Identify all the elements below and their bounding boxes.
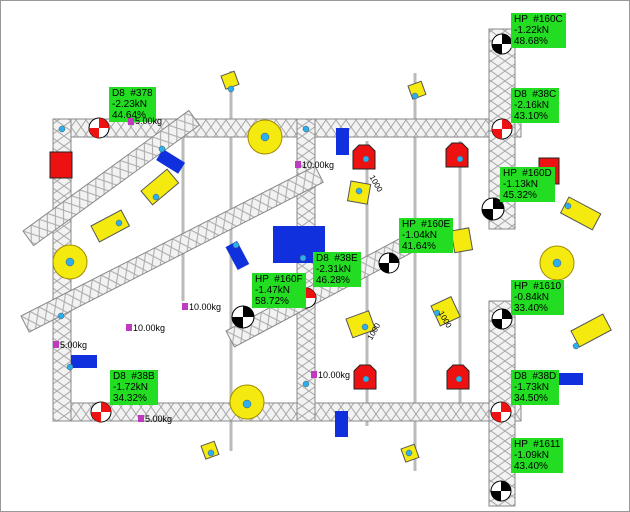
hoist-percent: 34.32% [113,393,147,404]
rect-fixtures [90,70,612,463]
hoist-label-hp1610[interactable]: HP #1610 -0.84kN 33.40% [511,280,565,315]
weight-marker [126,324,132,331]
hoist-load: -2.23kN [112,99,148,110]
hoist-id: HP #1611 [514,439,561,450]
hoist-percent: 41.64% [402,241,436,252]
hoist-load: -1.09kN [514,450,550,461]
hoist-id: HP #1610 [514,281,562,292]
hoist-label-d838d[interactable]: D8 #38D -1.73kN 34.50% [511,370,560,405]
hoist-load: -1.72kN [113,382,149,393]
hoist-id: HP #160C [514,14,563,25]
hoist-id: HP #160E [402,219,451,230]
hoist-label-d838b[interactable]: D8 #38B -1.72kN 34.32% [110,370,158,405]
hoist-load: -1.73kN [514,382,550,393]
hoist-id: D8 #38B [113,371,155,382]
hoist-label-hp160d[interactable]: HP #160D -1.13kN 45.32% [500,167,555,202]
hoist-load: -1.22kN [514,25,550,36]
weight-marker [138,415,144,422]
hoist-load: -2.16kN [514,100,550,111]
hoist-id: D8 #38D [514,371,557,382]
hoist-percent: 33.40% [514,303,548,314]
hoist-label-hp160c[interactable]: HP #160C -1.22kN 48.68% [511,13,566,48]
weight-marker [53,341,59,348]
weight-marker [128,118,134,125]
weight-label: 10.00kg [302,160,335,170]
weight-label: 5.00kg [145,414,173,424]
hoist-label-d838c[interactable]: D8 #38C -2.16kN 43.10% [511,88,560,123]
hoist-id: D8 #38E [316,253,358,264]
blue-panels [71,128,583,437]
hoist-label-hp1611[interactable]: HP #1611 -1.09kN 43.40% [511,438,564,473]
hoist-load: -1.47kN [255,285,291,296]
weight-label: 5.00kg [135,116,163,126]
hoist-load: -2.31kN [316,264,352,275]
truss-frame [20,28,522,507]
hoist-percent: 34.50% [514,393,548,404]
hoist-id: HP #160D [503,168,552,179]
hoist-load: -1.13kN [503,179,539,190]
hoist-percent: 44.64% [112,110,146,121]
weight-label: 5.00kg [60,340,88,350]
hoist-id: D8 #378 [112,88,153,99]
hoist-label-d838e[interactable]: D8 #38E -2.31kN 46.28% [313,252,361,287]
hoist-pies [88,33,513,502]
weight-label: 10.00kg [133,323,166,333]
weight-marker [295,161,301,168]
weight-marker [182,303,188,310]
weight-marker [311,371,317,378]
hoist-id: D8 #38C [514,89,557,100]
hoist-percent: 48.68% [514,36,548,47]
hoist-id: HP #160F [255,274,303,285]
hoist-percent: 43.10% [514,111,548,122]
hoist-percent: 46.28% [316,275,350,286]
hoist-label-hp160e[interactable]: HP #160E -1.04kN 41.64% [399,218,454,253]
weight-label: 10.00kg [318,370,351,380]
hoist-percent: 43.40% [514,461,548,472]
hoist-label-hp160f[interactable]: HP #160F -1.47kN 58.72% [252,273,306,308]
connection-dots [57,85,580,457]
weight-label: 10.00kg [189,302,222,312]
hoist-percent: 45.32% [503,190,537,201]
hoist-load: -1.04kN [402,230,438,241]
hoist-label-d8378[interactable]: D8 #378 -2.23kN 44.64% [109,87,156,122]
hoist-load: -0.84kN [514,292,550,303]
hoist-percent: 58.72% [255,296,289,307]
